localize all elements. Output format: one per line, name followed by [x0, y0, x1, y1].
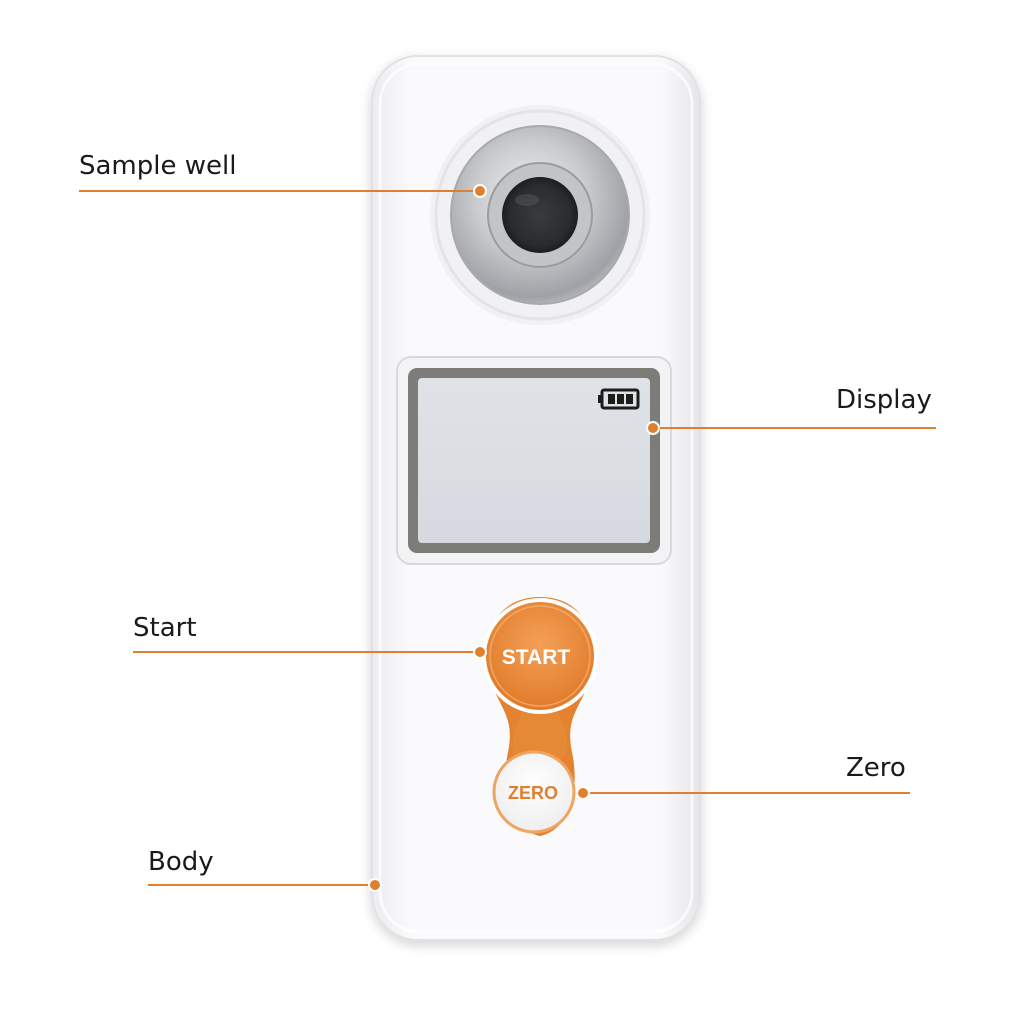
callout-body	[148, 878, 382, 892]
callout-label-zero: Zero	[846, 753, 906, 783]
sample-well	[430, 105, 650, 325]
lcd-display	[396, 356, 672, 565]
callout-start	[133, 645, 487, 659]
callout-zero	[576, 786, 910, 800]
callout-display	[646, 421, 936, 435]
zero-button-label: ZERO	[508, 783, 558, 803]
battery-full-icon	[598, 388, 640, 410]
callout-label-body: Body	[148, 847, 214, 877]
callout-sample-well	[79, 184, 487, 198]
zero-button[interactable]: ZERO	[492, 750, 576, 834]
start-button[interactable]: START	[482, 598, 598, 714]
callout-label-sample-well: Sample well	[79, 151, 237, 181]
callout-label-display: Display	[836, 385, 932, 415]
start-button-label: START	[502, 646, 571, 669]
callout-label-start: Start	[133, 613, 197, 643]
